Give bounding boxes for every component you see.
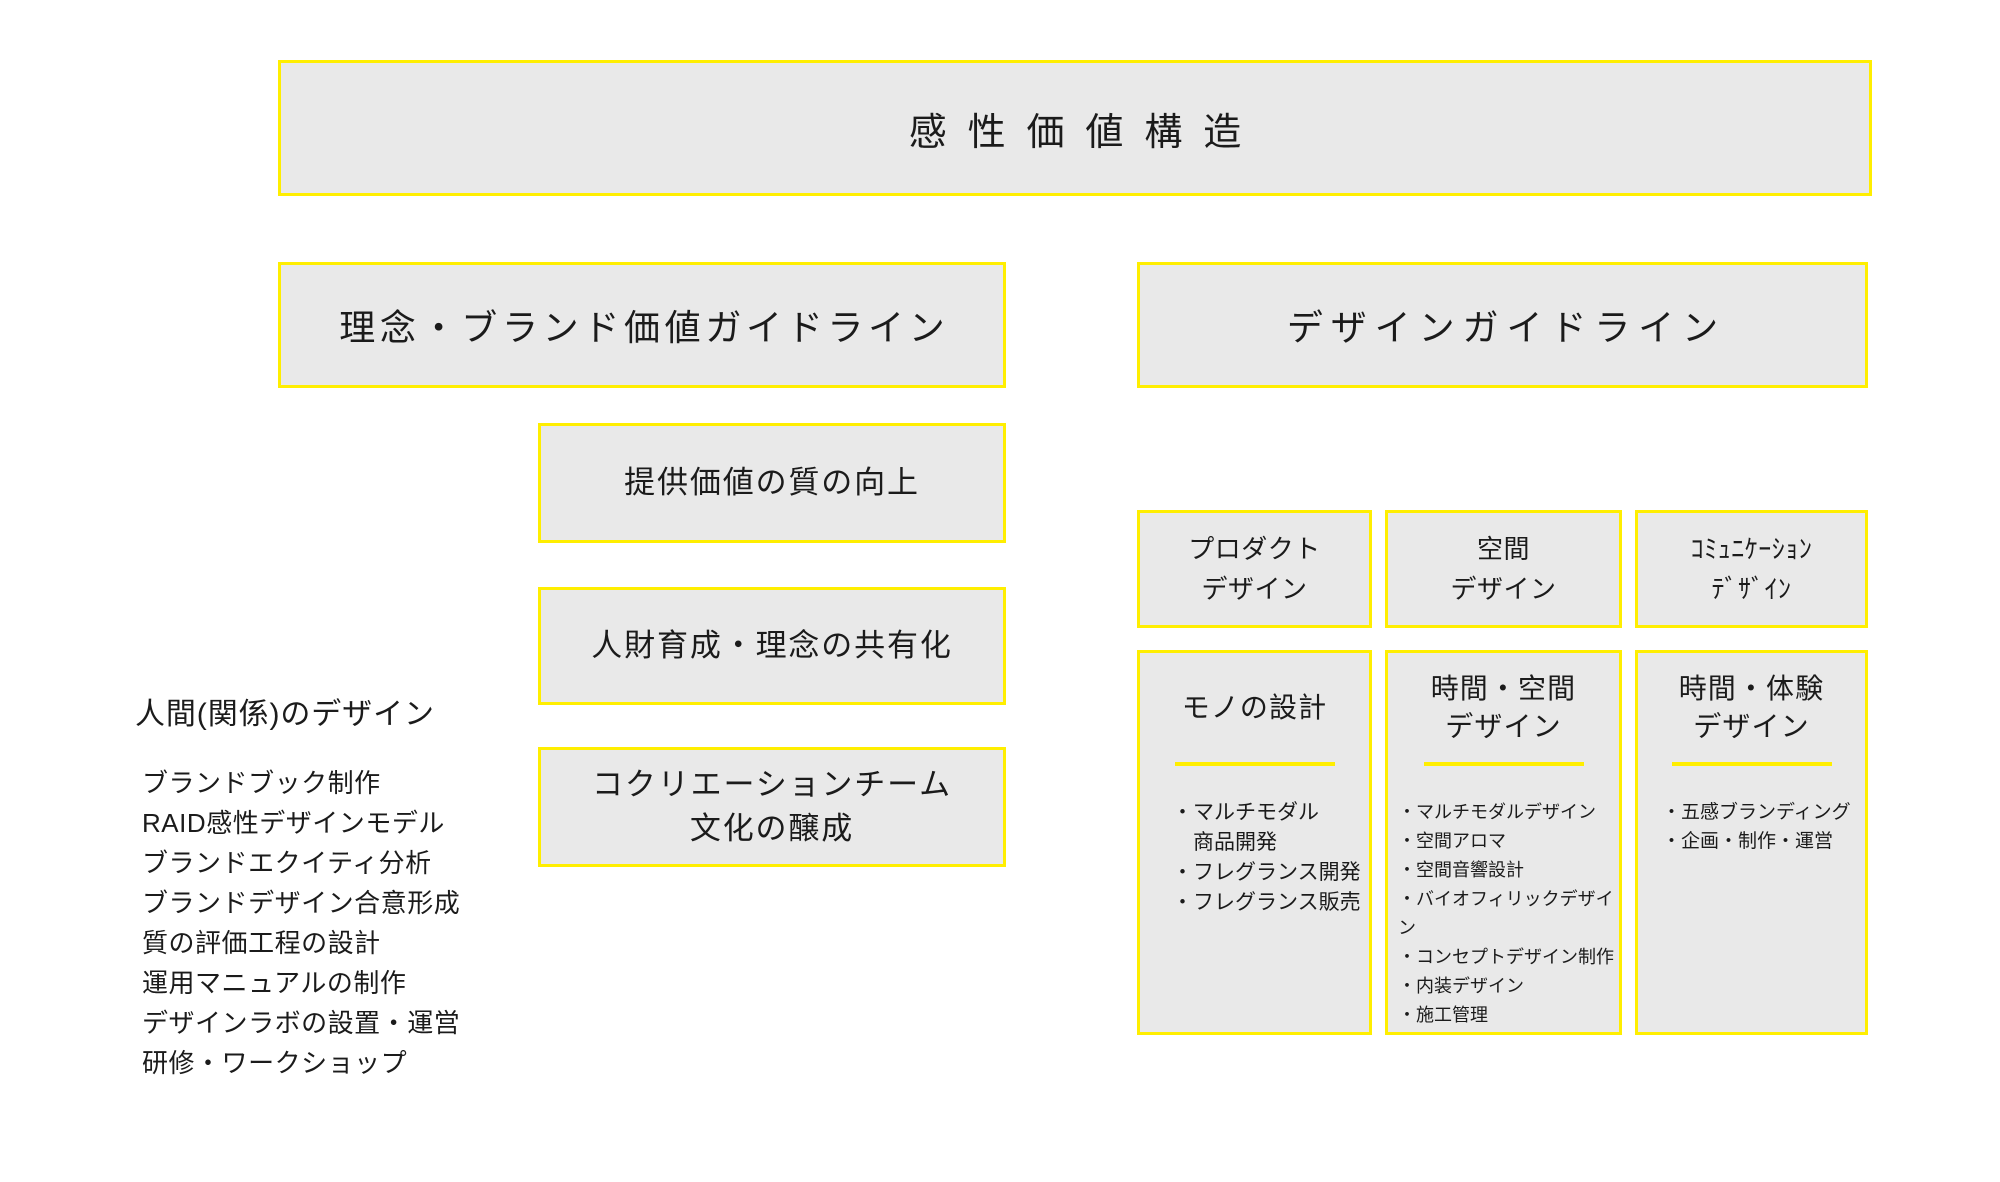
column-title-area: モノの設計 — [1140, 653, 1369, 762]
list-item: ブランドエクイティ分析 — [142, 848, 432, 878]
list-item: ・施工管理 — [1398, 1005, 1488, 1025]
list-item: ・空間アロマ — [1398, 831, 1506, 851]
list-item: ・企画・制作・運営 — [1662, 831, 1834, 852]
cocreation-culture-box: コクリエーションチーム 文化の醸成 — [538, 747, 1006, 867]
list-item: ・内装デザイン — [1398, 976, 1524, 996]
communication-design-list: ・五感ブランディング ・企画・制作・運営 — [1638, 798, 1865, 856]
product-design-list: ・マルチモダル 商品開発 ・フレグランス開発 ・フレグランス販売 — [1140, 798, 1369, 918]
human-relation-design-heading: 人間(関係)のデザイン — [135, 698, 435, 731]
list-item: ・フレグランス販売 — [1172, 891, 1361, 914]
product-design-column: モノの設計 ・マルチモダル 商品開発 ・フレグランス開発 ・フレグランス販売 — [1137, 650, 1372, 1035]
list-item: ・マルチモダルデザイン — [1398, 802, 1596, 822]
column-title-area: 時間・体験 デザイン — [1638, 653, 1865, 762]
list-item: ブランドブック制作 — [142, 768, 381, 798]
column-title-area: 時間・空間 デザイン — [1388, 653, 1619, 762]
space-design-list: ・マルチモダルデザイン ・空間アロマ ・空間音響設計 ・バイオフィリックデザイン… — [1388, 798, 1619, 1030]
list-item: ・フレグランス開発 — [1172, 861, 1361, 884]
diagram-title: 感性価値構造 — [908, 111, 1263, 154]
communication-design-header-label: ｺﾐｭﾆｹｰｼｮﾝ ﾃﾞｻﾞｲﾝ — [1690, 534, 1813, 604]
value-quality-label: 提供価値の質の向上 — [624, 465, 920, 500]
space-design-header-label: 空間 デザイン — [1450, 534, 1557, 604]
list-item: ・五感ブランディング — [1662, 802, 1851, 823]
list-item: ・マルチモダル 商品開発 — [1172, 801, 1319, 854]
cocreation-culture-label: コクリエーションチーム 文化の醸成 — [592, 767, 952, 846]
brand-value-guideline-box: 理念・ブランド価値ガイドライン — [278, 262, 1006, 388]
hr-development-label: 人財育成・理念の共有化 — [591, 628, 953, 663]
product-design-header-label: プロダクト デザイン — [1188, 534, 1321, 604]
kansei-value-structure-box: 感性価値構造 — [278, 60, 1872, 196]
communication-design-column: 時間・体験 デザイン ・五感ブランディング ・企画・制作・運営 — [1635, 650, 1868, 1035]
human-relation-design-list: ブランドブック制作 RAID感性デザインモデル ブランドエクイティ分析 ブランド… — [135, 763, 535, 1083]
column-divider — [1174, 762, 1335, 766]
list-item: ・空間音響設計 — [1398, 860, 1524, 880]
communication-design-header-box: ｺﾐｭﾆｹｰｼｮﾝ ﾃﾞｻﾞｲﾝ — [1635, 510, 1868, 628]
hr-development-box: 人財育成・理念の共有化 — [538, 587, 1006, 705]
list-item: 運用マニュアルの制作 — [142, 968, 407, 998]
human-relation-design-panel: 人間(関係)のデザイン ブランドブック制作 RAID感性デザインモデル ブランド… — [135, 693, 535, 1083]
space-design-header-box: 空間 デザイン — [1385, 510, 1622, 628]
list-item: 質の評価工程の設計 — [142, 928, 381, 958]
list-item: ・コンセプトデザイン制作 — [1398, 947, 1614, 967]
product-design-header-box: プロダクト デザイン — [1137, 510, 1372, 628]
list-item: ・バイオフィリックデザイン — [1398, 889, 1614, 938]
time-space-design-title: 時間・空間 デザイン — [1430, 672, 1577, 742]
list-item: RAID感性デザインモデル — [142, 808, 445, 838]
design-guideline-title: デザインガイドライン — [1286, 307, 1727, 348]
design-guideline-box: デザインガイドライン — [1137, 262, 1868, 388]
list-item: デザインラボの設置・運営 — [142, 1008, 461, 1038]
list-item: ブランドデザイン合意形成 — [142, 888, 461, 918]
column-divider — [1423, 762, 1584, 766]
mono-design-title: モノの設計 — [1181, 691, 1328, 723]
column-divider — [1671, 762, 1832, 766]
time-experience-design-title: 時間・体験 デザイン — [1678, 672, 1825, 742]
list-item: 研修・ワークショップ — [142, 1048, 408, 1078]
value-quality-box: 提供価値の質の向上 — [538, 423, 1006, 543]
space-design-column: 時間・空間 デザイン ・マルチモダルデザイン ・空間アロマ ・空間音響設計 ・バ… — [1385, 650, 1622, 1035]
brand-value-guideline-title: 理念・ブランド価値ガイドライン — [339, 307, 950, 348]
